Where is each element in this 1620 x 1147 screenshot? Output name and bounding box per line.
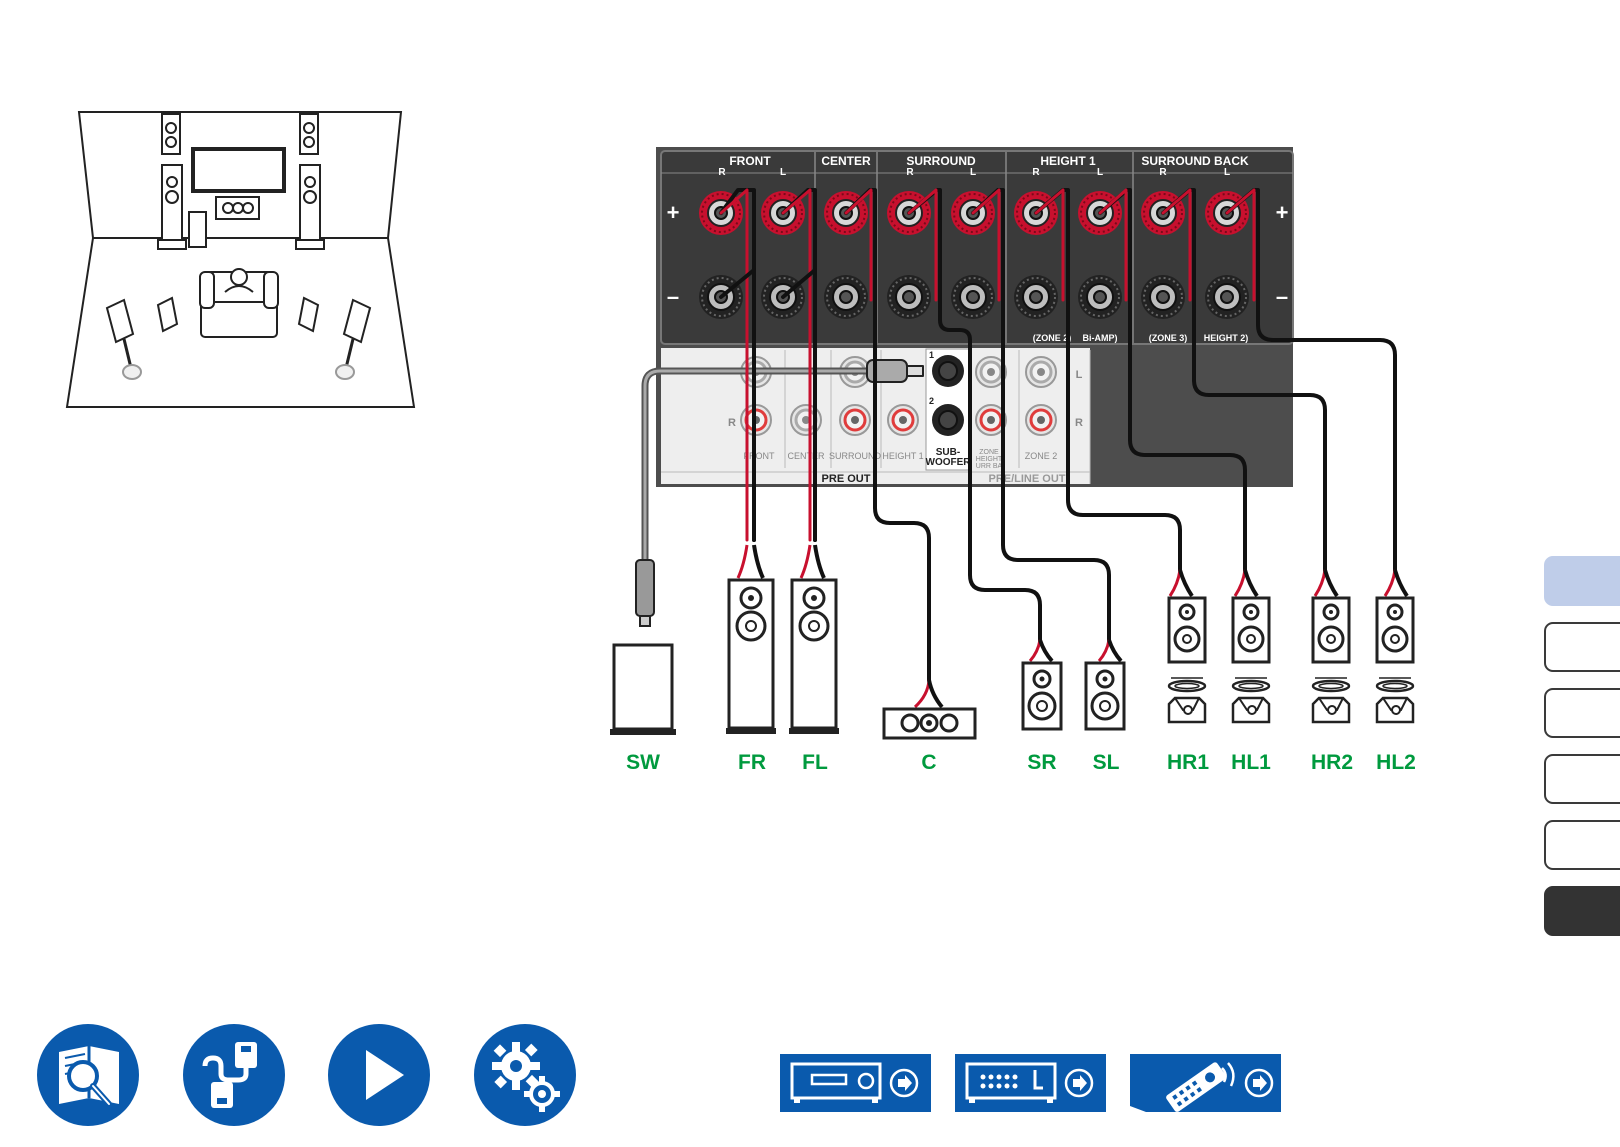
settings-gear-icon <box>474 1024 576 1126</box>
speaker-label-hr1: HR1 <box>1167 751 1209 774</box>
rca-surround-r <box>840 405 870 435</box>
pre-out-label: PRE OUT <box>822 473 871 485</box>
connection-cable-icon <box>183 1024 285 1126</box>
side-tab-5[interactable] <box>1544 820 1620 870</box>
zone-small-label-3: URR BA <box>976 463 1003 470</box>
channel-r-label: R <box>906 167 914 178</box>
side-tab-3[interactable] <box>1544 688 1620 738</box>
side-tab-6[interactable] <box>1544 886 1620 936</box>
group-label-height1: HEIGHT 1 <box>1040 154 1096 168</box>
speaker-label-sr: SR <box>1027 751 1056 774</box>
terminal-surround-r-minus <box>887 275 931 319</box>
speaker-label-fr: FR <box>738 751 766 774</box>
l-label: L <box>1076 369 1083 381</box>
terminal-sb-r-minus <box>1141 275 1185 319</box>
terminal-sb-l-minus <box>1205 275 1249 319</box>
terminal-surround-l-minus <box>951 275 995 319</box>
speaker-label-fl: FL <box>802 751 828 774</box>
subwoofer-label-2: WOOFER <box>926 457 972 468</box>
terminal-height1-r-minus <box>1014 275 1058 319</box>
side-tab-4[interactable] <box>1544 754 1620 804</box>
terminal-center-minus <box>824 275 868 319</box>
receiver-rear-panel: FRONT CENTER SURROUND HEIGHT 1 SURROUND … <box>656 147 1293 487</box>
rear-panel-icon <box>955 1054 1106 1112</box>
channel-l-label: L <box>780 167 786 178</box>
front-panel-button[interactable] <box>780 1054 931 1112</box>
channel-l-label: L <box>970 167 976 178</box>
group-label-front: FRONT <box>729 154 771 168</box>
minus-symbol: – <box>1276 284 1288 309</box>
manual-search-button[interactable] <box>37 1024 139 1126</box>
connection-button[interactable] <box>183 1024 285 1126</box>
speakers-row <box>610 545 1413 738</box>
height-left1-speaker <box>1233 598 1269 722</box>
speaker-label-sl: SL <box>1093 751 1120 774</box>
playback-button[interactable] <box>328 1024 430 1126</box>
channel-r-label: R <box>1159 167 1167 178</box>
r-label: R <box>728 417 736 429</box>
group-label-surround-back: SURROUND BACK <box>1141 154 1249 168</box>
side-tab-2[interactable] <box>1544 622 1620 672</box>
height-right1-speaker <box>1169 598 1205 722</box>
height-right2-speaker <box>1313 598 1349 722</box>
remote-control-icon <box>1130 1054 1281 1112</box>
speaker-label-hl2: HL2 <box>1376 751 1416 774</box>
pre-line-out-label: PRE/LINE OUT <box>988 473 1065 485</box>
manual-search-icon <box>37 1024 139 1126</box>
sub1-label: 1 <box>929 350 934 360</box>
preout-height1-label: HEIGHT 1 <box>882 451 923 461</box>
plus-symbol: + <box>1276 200 1289 225</box>
group-label-surround: SURROUND <box>906 154 976 168</box>
plus-symbol: + <box>667 200 680 225</box>
channel-l-label: L <box>1224 167 1230 178</box>
side-tab-1[interactable] <box>1544 556 1620 606</box>
terminal-height1-l-minus <box>1078 275 1122 319</box>
channel-r-label: R <box>718 167 726 178</box>
r-label: R <box>1075 417 1083 429</box>
biamp-label: Bi-AMP) <box>1083 333 1118 343</box>
surround-right-speaker <box>1023 663 1061 729</box>
zone2-label: (ZONE 2) <box>1033 333 1072 343</box>
group-label-center: CENTER <box>821 154 871 168</box>
play-icon <box>328 1024 430 1126</box>
channel-l-label: L <box>1097 167 1103 178</box>
preout-center-label: CENTER <box>787 451 825 461</box>
rear-panel-button[interactable] <box>955 1054 1106 1112</box>
zone2-preout-label: ZONE 2 <box>1025 451 1058 461</box>
minus-symbol: – <box>667 284 679 309</box>
front-left-speaker <box>789 580 839 734</box>
subwoofer-speaker <box>610 560 676 735</box>
remote-control-button[interactable] <box>1130 1054 1281 1112</box>
rca-height1-r <box>888 405 918 435</box>
height-left2-speaker <box>1377 598 1413 722</box>
settings-button[interactable] <box>474 1024 576 1126</box>
speaker-labels: SW FR FL C SR SL HR1 HL1 HR2 HL2 <box>626 751 1416 774</box>
channel-r-label: R <box>1032 167 1040 178</box>
rca-zone2-r <box>1026 405 1056 435</box>
surround-left-speaker <box>1086 663 1124 729</box>
zone-small-label-1: ZONE <box>979 449 999 456</box>
front-panel-icon <box>780 1054 931 1112</box>
room-layout-illustration <box>67 112 414 407</box>
zone-small-label-2: HEIGHT <box>976 456 1003 463</box>
rca-zone2-l <box>1026 357 1056 387</box>
speaker-label-hr2: HR2 <box>1311 751 1353 774</box>
height2-label: HEIGHT 2) <box>1204 333 1249 343</box>
speaker-label-c: C <box>921 751 936 774</box>
center-speaker <box>884 709 975 738</box>
zone3-label: (ZONE 3) <box>1149 333 1188 343</box>
speaker-label-sw: SW <box>626 751 660 774</box>
front-right-speaker <box>726 580 776 734</box>
speaker-label-hl1: HL1 <box>1231 751 1271 774</box>
sub2-label: 2 <box>929 396 934 406</box>
